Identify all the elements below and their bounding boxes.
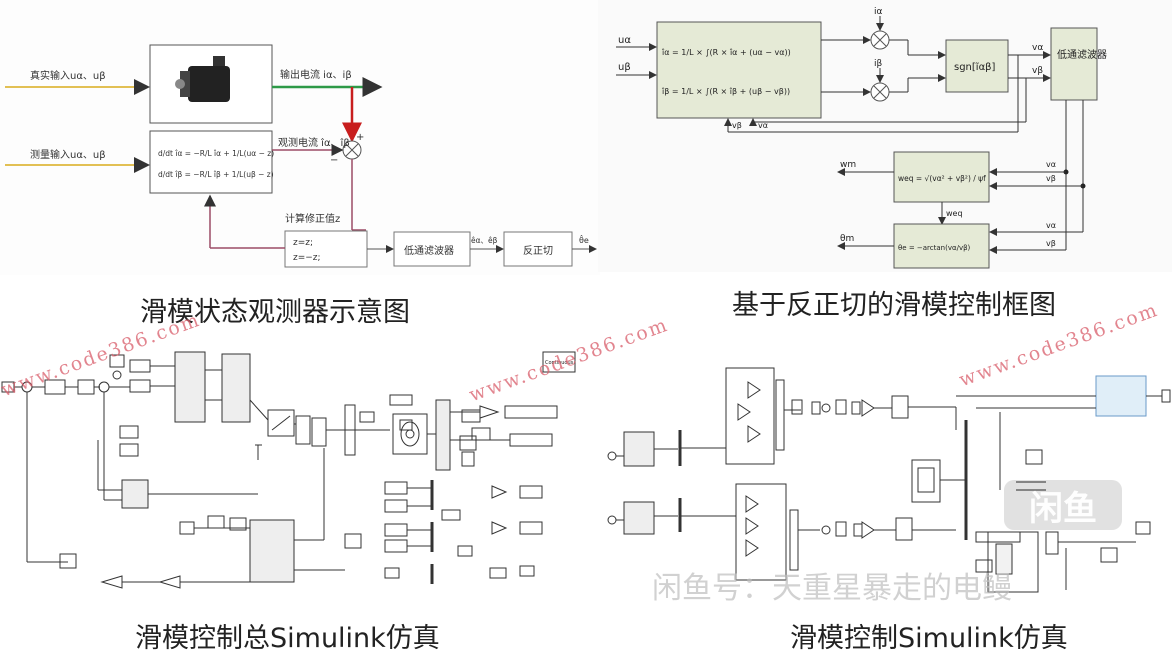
sign-switch-positive: z=z; [293,238,313,248]
iq-sum-block [98,381,110,393]
scope-block-smo [911,459,941,503]
const-block [109,354,125,368]
lower-filter-block [895,517,913,541]
arctan-smo-caption: 基于反正切的滑模控制框图 [732,290,1056,321]
beta-observer-equation: îβ = 1/L × ∫(R × îβ + (uβ − vβ)) [661,87,790,96]
speed-path-frame [987,531,1039,593]
observer-equation-top: d/dt îα = −R/L îα + 1/L(uα − z) [158,149,274,158]
arctan-block [503,231,573,267]
sum-plus-sign: + [356,132,364,143]
motor-icon [175,56,230,102]
gain-block [479,405,500,419]
xianyu-logo: 闲鱼 [1004,480,1122,530]
simulink-top-model: Continuous [1,351,576,589]
lpf-label-2: 低通滤波器 [1057,48,1107,61]
measurement-block [295,415,311,445]
observed-current-label: 观测电流 îα、îβ [278,136,350,149]
v-beta-sign-output: vβ [1032,66,1043,76]
input-subsystem-2 [623,501,655,535]
observer-equation-block [149,130,273,194]
u-alpha-input-label: uα [618,35,631,46]
lower-branch-frame [735,483,787,581]
sign-switch-negative: z=−z; [293,253,321,263]
simulink-top-panel: Continuous [0,340,580,602]
simulink-smo-caption: 滑模控制Simulink仿真 [790,623,1068,654]
smo-subsystem-block [249,519,295,583]
scope-block [504,405,558,419]
seller-id-overlay: 闲鱼号：天重星暴走的电鳗 [652,571,1012,606]
observer-schematic-panel: d/dt îα = −R/L îα + 1/L(uα − z) d/dt îβ … [0,0,600,275]
arctan-smo-diagram: uα uβ îα = 1/L × ∫(R × îα + (uα − vα)) î… [616,7,1107,269]
angle-estimate-equation: θe = −arctan(vα/vβ) [898,244,971,252]
speed-to-angle-label: weq [946,209,963,218]
v-alpha-to-speed: vα [1046,160,1056,169]
input-subsystem-1 [623,431,655,467]
demux-block [435,399,451,471]
continuous-label: Continuous [545,360,574,366]
observer-schematic: d/dt îα = −R/L îα + 1/L(uα − z) d/dt îβ … [5,44,597,268]
alpha-observer-equation: îα = 1/L × ∫(R × îα + (uα − vα)) [661,48,791,57]
real-input-label: 真实输入uα、uβ [30,69,106,82]
observer-equation-bottom: d/dt îβ = −R/L îβ + 1/L(uβ − z) [158,170,274,179]
lpf-block [393,231,471,267]
d-pi-block [129,359,151,373]
correction-label: 计算修正值z [285,212,340,225]
speed-output-label: wm [840,160,856,170]
park-transform-block [121,479,149,509]
measurement-block-2 [311,417,327,447]
arctan-label: 反正切 [523,245,553,257]
v-beta-to-angle: vβ [1046,239,1056,248]
inport-2 [607,515,617,525]
i-beta-label: iβ [874,59,883,69]
arctan-smo-panel: uα uβ îα = 1/L × ∫(R × îα + (uα − vα)) î… [598,0,1172,272]
angle-output-label: θm [840,234,854,244]
svpwm-block [221,353,251,423]
i-alpha-label: iα [874,7,883,17]
sign-function-block [945,39,1009,93]
inport-1 [607,451,617,461]
v-alpha-feedback: vα [758,121,768,130]
speed-estimate-equation: weq = √(vα² + vβ²) / ψf [898,174,986,183]
v-alpha-sign-output: vα [1032,43,1043,53]
theta-estimate-label: θ̂e [579,234,589,245]
sign-function-label: sgn[ĩαβ] [954,62,996,73]
saturation-block [77,379,95,395]
lpf-label: 低通滤波器 [404,244,454,257]
speed-estimate-block [893,151,990,203]
current-observer-block [656,21,822,119]
emf-estimate-label: êα、êβ [471,236,498,245]
lpf-block-2 [1050,27,1098,101]
u-beta-input-label: uβ [618,62,631,73]
atan-block [1095,375,1147,417]
continuous-block [542,351,576,373]
v-beta-to-speed: vβ [1046,174,1056,183]
measured-input-label: 测量输入uα、uβ [30,148,106,161]
inverter-block [267,409,295,437]
sum-minus-sign: − [330,155,338,166]
observer-schematic-caption: 滑模状态观测器示意图 [140,297,410,328]
upper-filter-block [891,395,909,419]
output-current-label: 输出电流 iα、iβ [280,68,352,81]
bus-block [344,404,356,456]
v-alpha-to-angle: vα [1046,221,1056,230]
simulink-smo-model [607,367,1171,593]
speed-gain-block [158,575,181,589]
v-beta-feedback: vβ [732,121,742,130]
upper-branch-frame [725,367,775,465]
simulink-top-caption: 滑模控制总Simulink仿真 [135,623,440,654]
q-pi-block [129,379,151,393]
inverse-park-block [174,351,206,423]
